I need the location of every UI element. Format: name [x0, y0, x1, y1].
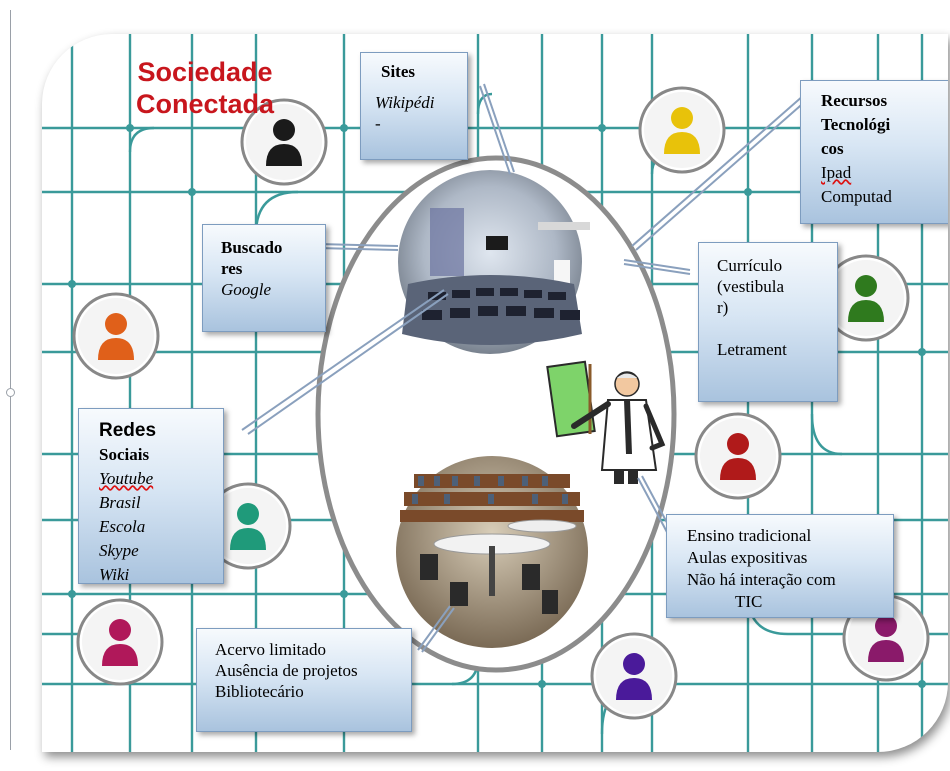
curriculo-box: Currículo (vestibula r) Letrament [698, 242, 838, 402]
network-background [42, 34, 948, 752]
redes-item-escola: Escola [99, 517, 146, 536]
sites-item-1: Wikipédi [375, 93, 435, 112]
title-line-2: Conectada [136, 89, 275, 119]
redes-item-skype: Skype [99, 541, 139, 560]
recursos-box: Recursos Tecnológi cos Ipad Computad [800, 80, 948, 224]
sites-item-2: - [375, 114, 381, 133]
person-teal [204, 482, 292, 570]
acervo-item-1: Acervo limitado [215, 640, 326, 659]
library-photo [396, 456, 588, 648]
person-red [694, 412, 782, 500]
connector-lines [241, 83, 817, 653]
ensino-item-2: Aulas expositivas [687, 548, 808, 567]
margin-handle[interactable] [6, 388, 15, 397]
ensino-item-1: Ensino tradicional [687, 526, 812, 545]
acervo-item-3: Bibliotecário [215, 682, 304, 701]
recursos-item-computador: Computad [821, 187, 892, 206]
title-line-1: Sociedade [137, 57, 273, 87]
diagram-title: Sociedade Conectada [136, 56, 274, 120]
ensino-box: Ensino tradicional Aulas expositivas Não… [666, 514, 894, 618]
ensino-item-4: TIC [735, 592, 763, 611]
acervo-box: Acervo limitado Ausência de projetos Bib… [196, 628, 412, 732]
redes-sociais-box: Redes Sociais Youtube Brasil Escola Skyp… [78, 408, 224, 584]
redes-item-wiki: Wiki [99, 565, 130, 584]
redes-heading-2: Sociais [99, 445, 150, 464]
recursos-item-ipad: Ipad [821, 163, 852, 182]
person-orange [72, 292, 160, 380]
buscadores-heading-2: res [221, 259, 243, 278]
curriculo-line-2: (vestibula [717, 277, 785, 296]
recursos-heading-1: Recursos [821, 91, 888, 110]
classroom-photo [398, 170, 590, 354]
person-purple [590, 632, 678, 720]
redes-heading-1: Redes [99, 420, 157, 441]
redes-item-brasil: Brasil [99, 493, 141, 512]
buscadores-heading-1: Buscado [221, 238, 283, 257]
diagram-frame: Sociedade Conectada Sites Wikipédi - Rec… [42, 34, 948, 752]
recursos-heading-3: cos [821, 139, 844, 158]
teacher-clipart [546, 360, 666, 484]
recursos-heading-2: Tecnológi [821, 115, 891, 134]
person-black [240, 98, 328, 186]
sites-box: Sites Wikipédi - [360, 52, 468, 160]
buscadores-item-google: Google [221, 280, 272, 299]
ensino-item-3: Não há interação com [687, 570, 836, 589]
person-yellow [638, 86, 726, 174]
buscadores-box: Buscado res Google [202, 224, 326, 332]
curriculo-line-3: r) [717, 298, 729, 317]
person-green [822, 254, 910, 342]
curriculo-line-1: Currículo [717, 256, 783, 275]
curriculo-line-4: Letrament [717, 340, 787, 359]
acervo-item-2: Ausência de projetos [215, 661, 358, 680]
document-margin-line [10, 10, 11, 750]
sites-heading: Sites [381, 62, 415, 81]
redes-item-youtube: Youtube [99, 469, 154, 488]
person-magenta [76, 598, 164, 686]
